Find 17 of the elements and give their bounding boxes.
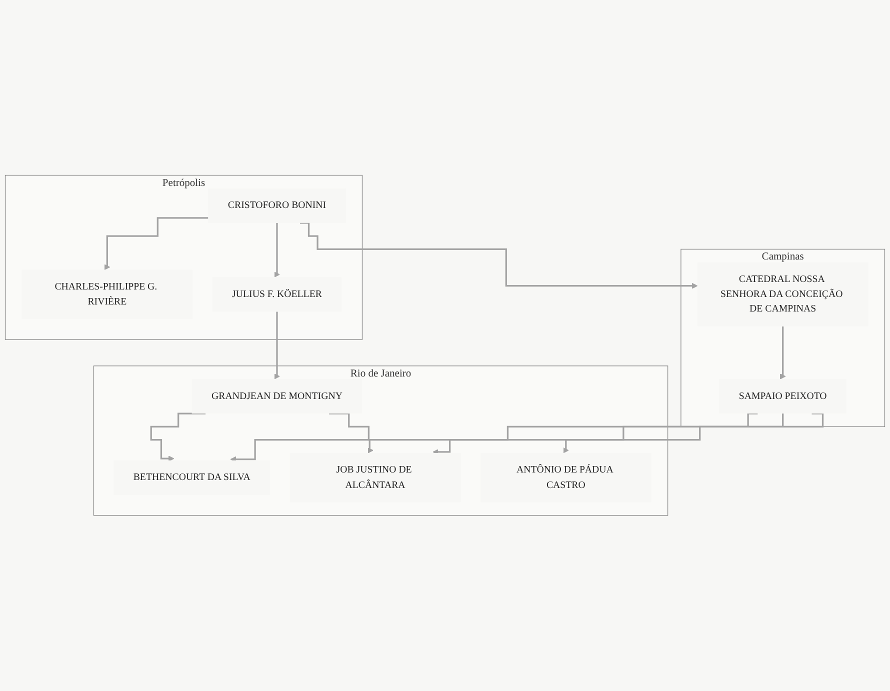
node-text: JOB JUSTINO DE ALCÂNTARA — [336, 464, 412, 490]
node-text: ANTÔNIO DE PÁDUA CASTRO — [516, 464, 613, 490]
node-text: CATEDRAL NOSSA SENHORA DA CONCEIÇÃO DE CAMPINAS — [720, 274, 843, 314]
node-text: BETHENCOURT DA SILVA — [133, 472, 250, 483]
arrow — [300, 222, 698, 289]
arrow — [563, 412, 824, 454]
arrow — [274, 222, 280, 278]
arrow — [230, 412, 758, 462]
arrow — [780, 326, 786, 380]
arrow — [150, 412, 206, 462]
arrow — [432, 412, 784, 455]
node-text: CRISTOFORO BONINI — [228, 200, 326, 211]
arrow — [104, 217, 208, 270]
node-text: CHARLES-PHILIPPE G. RIVIÈRE — [54, 282, 158, 308]
node-text: JULIUS F. KÖELLER — [232, 289, 322, 300]
arrow — [329, 412, 374, 454]
arrow — [274, 310, 280, 380]
